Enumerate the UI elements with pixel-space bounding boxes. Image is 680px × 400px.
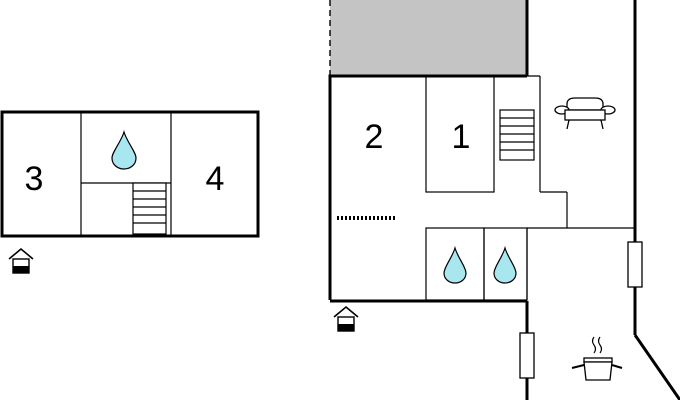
entrance-icon <box>333 305 359 332</box>
room-number-3: 3 <box>25 160 44 198</box>
stairs-icon <box>132 182 167 235</box>
right-building: 2 1 <box>328 0 680 400</box>
cooking-pot-icon <box>571 336 623 381</box>
water-drop-icon <box>493 245 517 284</box>
entrance-icon <box>8 247 34 274</box>
water-drop-icon <box>443 245 467 284</box>
room-1-outline <box>425 75 495 193</box>
room-number-4: 4 <box>206 160 225 198</box>
room-number-1: 1 <box>452 118 471 156</box>
stairs-icon <box>499 109 535 161</box>
shaded-area <box>330 0 527 75</box>
water-drop-icon <box>111 129 137 170</box>
room-number-2: 2 <box>365 118 384 156</box>
left-building-outline <box>0 110 260 238</box>
radiator-icon <box>627 241 643 288</box>
wall <box>633 334 680 400</box>
sofa-icon <box>554 97 616 130</box>
radiator-icon <box>519 332 535 379</box>
left-building: 3 4 <box>0 110 260 274</box>
